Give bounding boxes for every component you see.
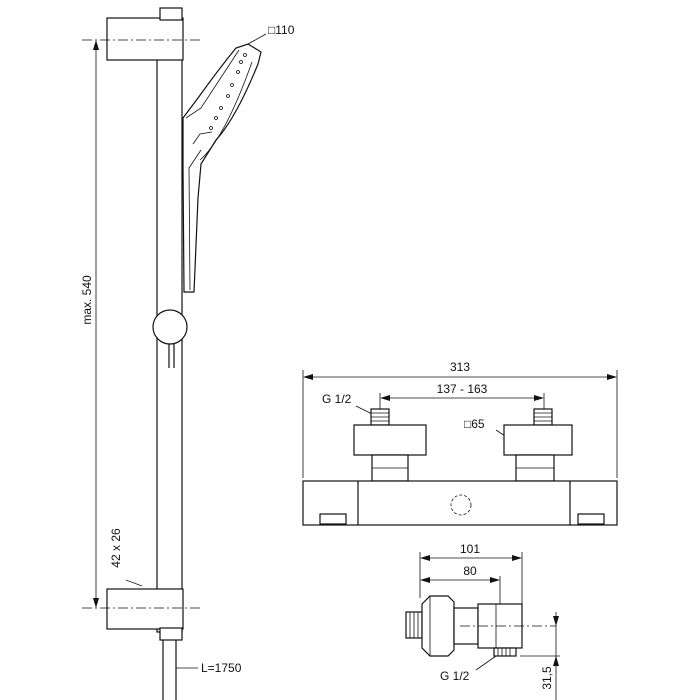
nozzles (209, 53, 247, 130)
hand-shower (182, 43, 262, 293)
top-bracket (106, 17, 184, 61)
left-connector (353, 408, 427, 482)
outlet-offset-label: 31,5 (540, 666, 554, 690)
right-connector (503, 408, 573, 482)
depth-partial-label: 80 (463, 564, 477, 578)
bottom-bracket (106, 588, 184, 630)
centers-dimension: 137 - 163 (379, 382, 545, 412)
hose-length-callout: L=1750 (176, 661, 242, 675)
depth-total-label: 101 (460, 542, 480, 556)
shower-rail-set: max. 540 42 x 26 □110 L=1750 (80, 7, 295, 700)
inlet-thread-callout: G 1/2 (322, 392, 373, 415)
body-size-label: □65 (464, 417, 485, 431)
bracket-size-callout: 42 x 26 (109, 528, 143, 587)
mixer-center-hidden-circle (450, 494, 472, 516)
depth-partial-dimension: 80 (420, 564, 501, 605)
mixer-body (302, 480, 618, 526)
mixer-width-label: 313 (450, 360, 470, 374)
rail-height-dimension: max. 540 (80, 40, 99, 608)
slider-knob (152, 309, 188, 345)
body-size-callout: □65 (464, 417, 509, 439)
head-size-label: □110 (268, 23, 295, 37)
mixer-width-dimension: 313 (302, 360, 618, 478)
centers-label: 137 - 163 (437, 382, 488, 396)
bottom-cap (159, 627, 183, 641)
depth-total-dimension: 101 (419, 542, 523, 608)
rail-height-label: max. 540 (80, 275, 94, 325)
mixer-front-view: 313 137 - 163 G 1/2 □65 (302, 360, 618, 526)
outlet-offset-dimension: 31,5 (520, 612, 560, 700)
mixer-side-view: 101 80 G 1/2 (405, 542, 560, 700)
outlet-thread-callout: G 1/2 (440, 655, 497, 683)
hose-length-label: L=1750 (201, 661, 242, 675)
top-cap (159, 7, 183, 21)
head-size-callout: □110 (247, 23, 295, 45)
outlet-thread-label: G 1/2 (440, 669, 470, 683)
bracket-size-label: 42 x 26 (109, 528, 123, 568)
hose (162, 640, 177, 700)
inlet-thread-label: G 1/2 (322, 392, 352, 406)
